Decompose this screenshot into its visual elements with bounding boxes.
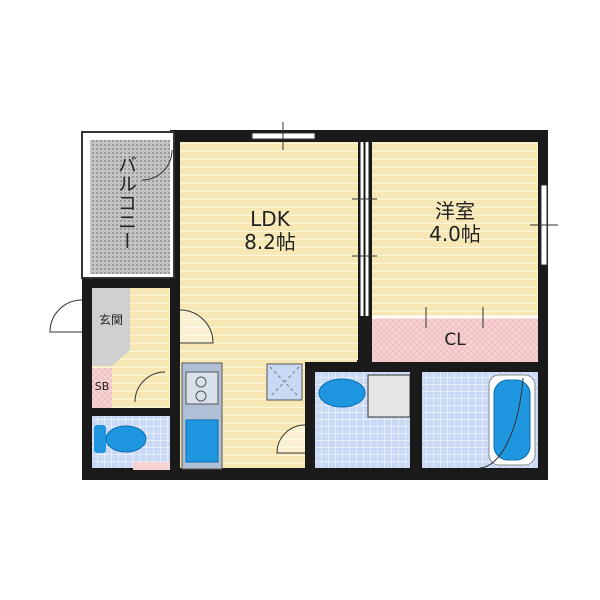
washer-space — [367, 374, 411, 418]
western-room-name: 洋室 — [435, 199, 475, 223]
bathtub — [493, 379, 531, 461]
closet-label: CL — [444, 330, 466, 350]
kitchen-sink — [185, 419, 219, 463]
western-room-size: 4.0帖 — [429, 222, 481, 246]
front-door — [49, 299, 83, 333]
closet-floor — [372, 316, 538, 362]
balcony-floor — [90, 140, 170, 274]
ldk-name: LDK — [250, 207, 290, 231]
washbasin — [318, 378, 366, 408]
shoe-box — [92, 368, 112, 408]
balcony-door — [141, 149, 173, 181]
balcony-label: バルコニー — [115, 155, 137, 250]
toilet-door — [134, 371, 166, 403]
washroom-door — [276, 424, 306, 454]
toilet-tank — [94, 425, 106, 453]
toilet-bowl — [105, 425, 147, 453]
shoe-box-label: SB — [94, 380, 110, 393]
entrance-floor — [92, 288, 130, 366]
ldk-door — [179, 309, 214, 344]
ldk-label: LDK 8.2帖 — [220, 208, 320, 254]
entrance-label: 玄関 — [98, 313, 123, 327]
western-room-label: 洋室 4.0帖 — [405, 200, 505, 246]
western-room-floor — [372, 142, 538, 316]
ldk-size: 8.2帖 — [244, 230, 296, 254]
